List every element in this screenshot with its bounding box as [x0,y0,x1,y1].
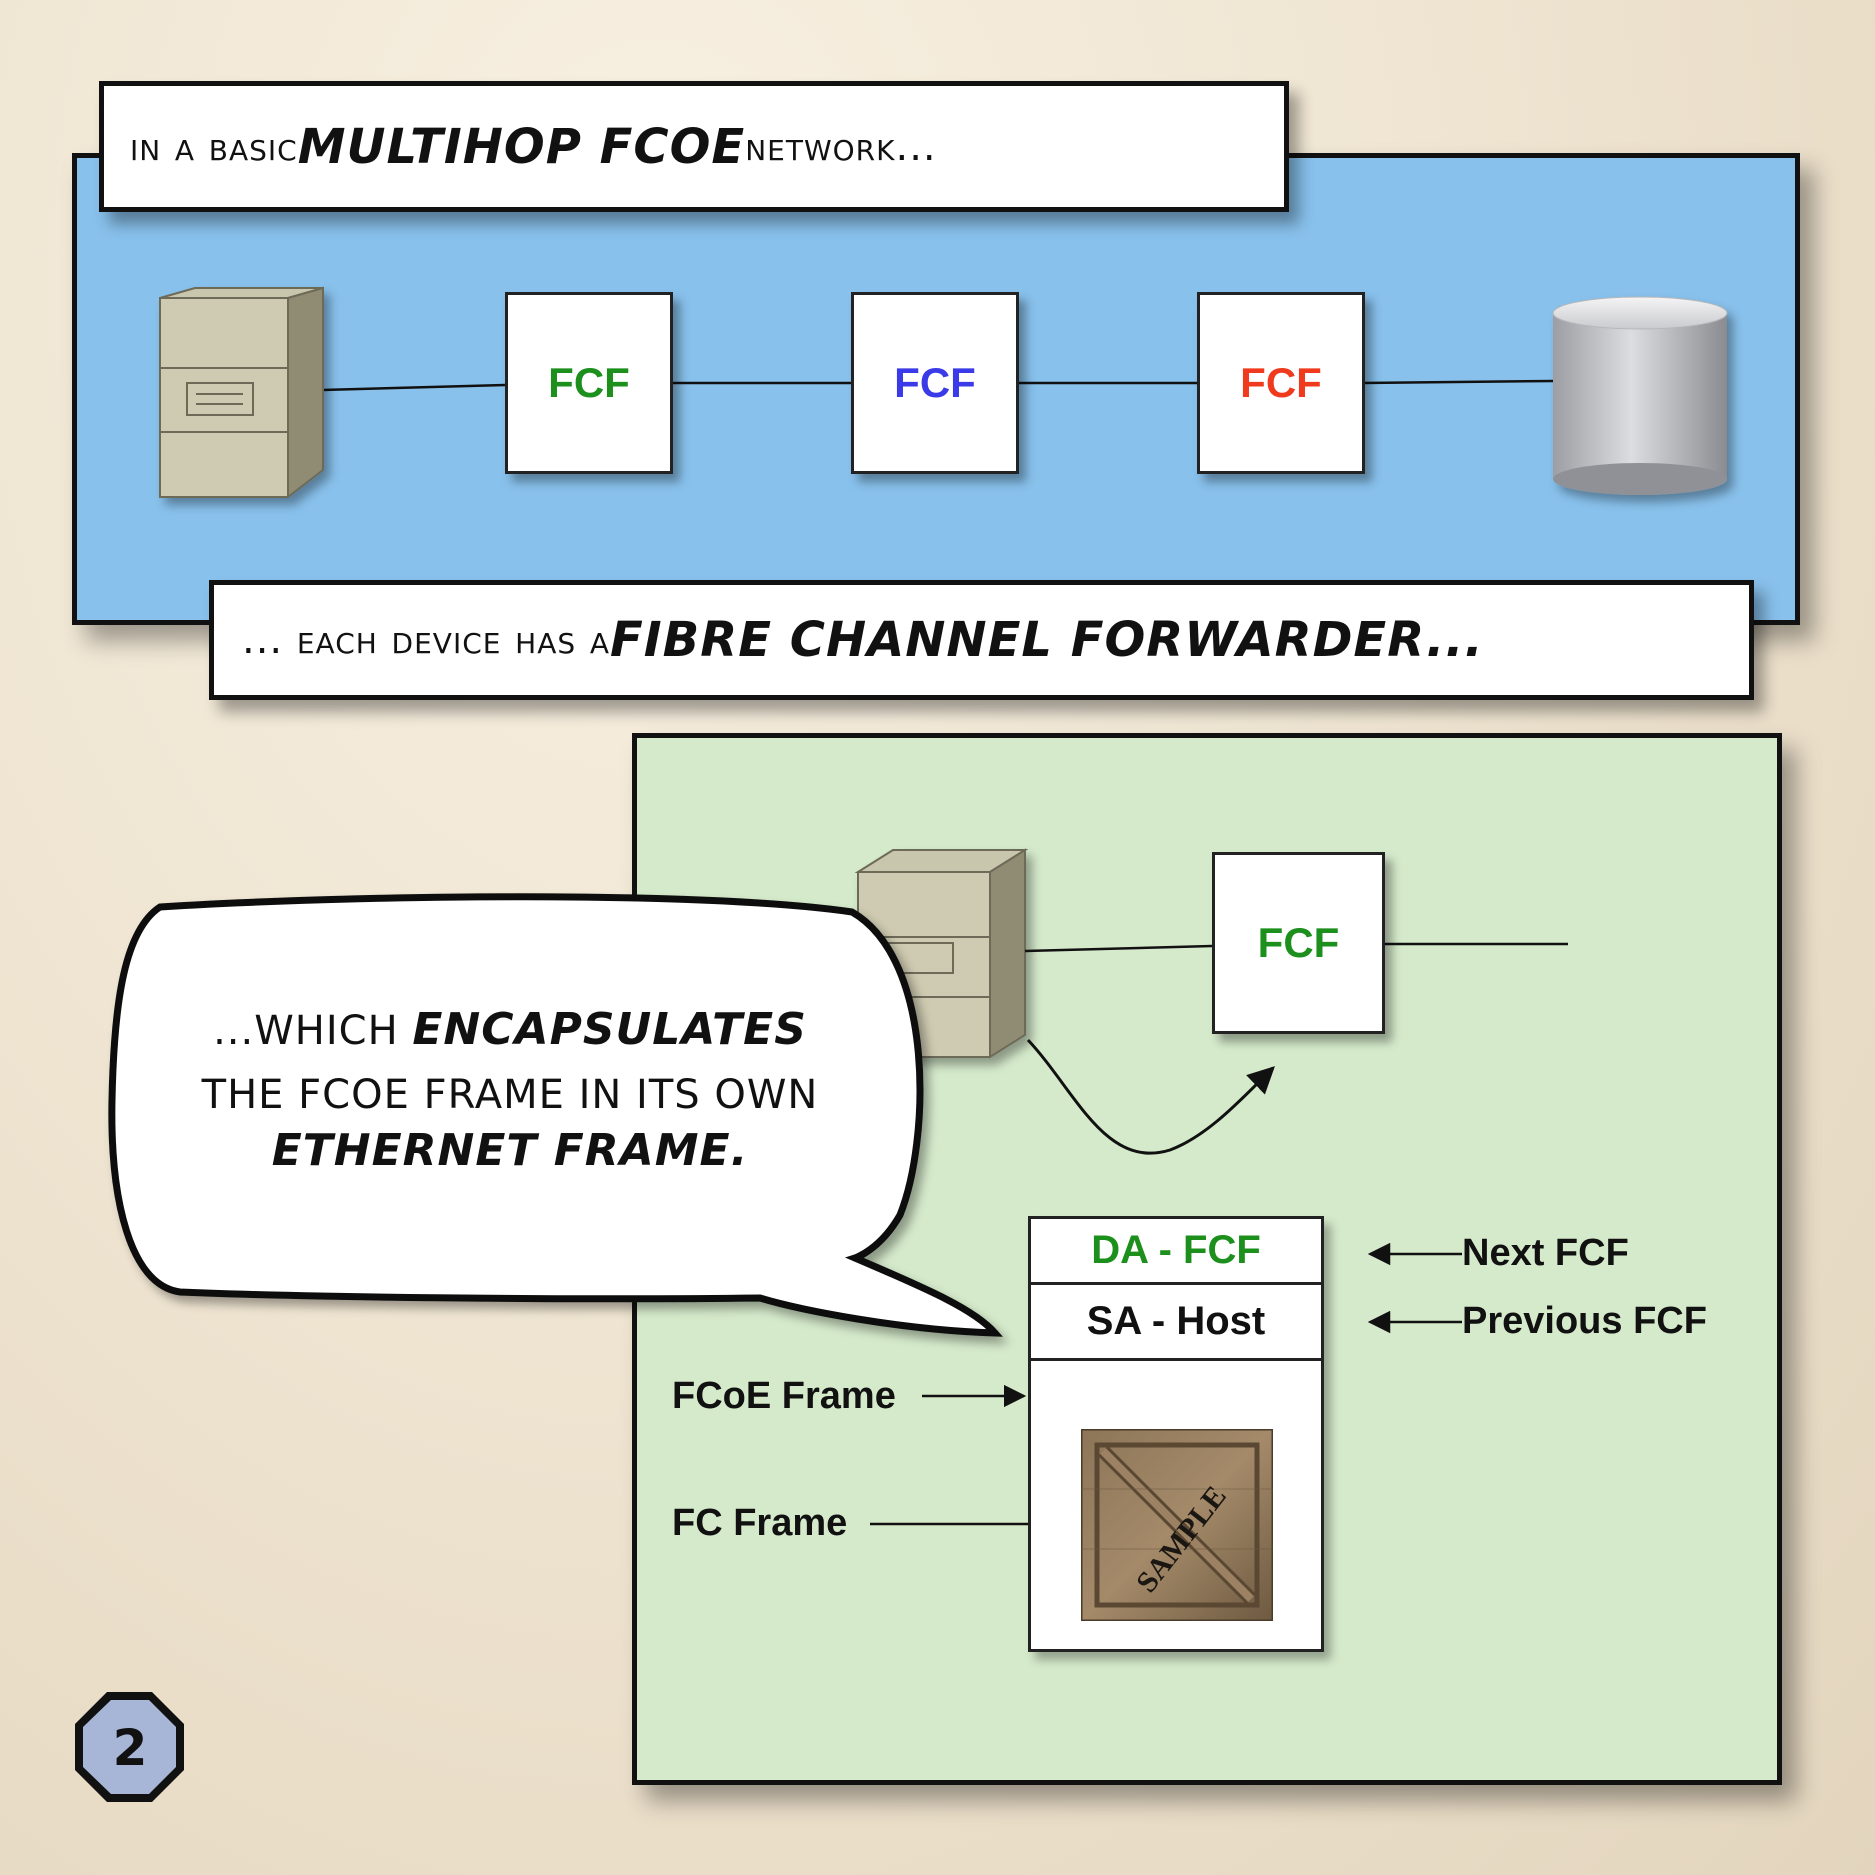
fcf-label: FCF [894,359,976,406]
bubble-text-emphasis: encapsulates [412,1004,807,1055]
link-host-fcf1 [321,383,506,392]
bubble-line-emphasis: Ethernet frame. [271,1125,749,1176]
fcf-label: FCF [548,359,630,406]
caption-emphasis: multihop FCoE [297,118,746,175]
page-badge [75,1692,184,1802]
bubble-text-small: ...which [213,1008,413,1054]
page-number: 2 [112,1719,148,1777]
crate-icon: SAMPLE [1081,1429,1273,1621]
previous-fcf-label: Previous FCF [1462,1300,1707,1342]
fcf-label: FCF [1257,919,1340,966]
bubble-text: ...which encapsulates the FCoE frame in … [120,1002,900,1179]
link-host-fcf [1024,944,1213,953]
sa-label: SA - Host [1086,1299,1266,1343]
fcf-label: FCF [1240,359,1322,406]
caption-text: network... [745,123,937,170]
caption-text: ... each device has a [242,617,611,663]
link-fcf3-storage [1361,379,1554,385]
bubble-line: the FCoE frame in its own [201,1072,819,1118]
caption-emphasis: Fibre Channel Forwarder... [610,612,1484,668]
server-icon [159,286,324,500]
next-fcf-label: Next FCF [1462,1232,1629,1274]
fcf-box: FCF [505,292,673,474]
fcf-box: FCF [851,292,1019,474]
top-caption: In a basic multihop FCoE network... [99,81,1289,212]
fc-frame-label: FC Frame [672,1502,848,1544]
middle-caption: ... each device has a Fibre Channel Forw… [209,580,1754,700]
curved-arrow [1026,1038,1275,1155]
da-label: DA - FCF [1091,1228,1261,1272]
source-address-row: SA - Host [1031,1285,1321,1361]
caption-text: In a basic [130,123,298,170]
fcf-box: FCF [1197,292,1365,474]
speech-bubble [108,893,1003,1337]
destination-address-row: DA - FCF [1031,1219,1321,1285]
frame-stack: DA - FCF SA - Host SAMPLE [1028,1216,1324,1652]
fcoe-frame-label: FCoE Frame [672,1375,896,1417]
fcf-box: FCF [1212,852,1385,1034]
bubble-line: ...which encapsulates [120,1002,900,1067]
storage-icon [1552,296,1728,495]
